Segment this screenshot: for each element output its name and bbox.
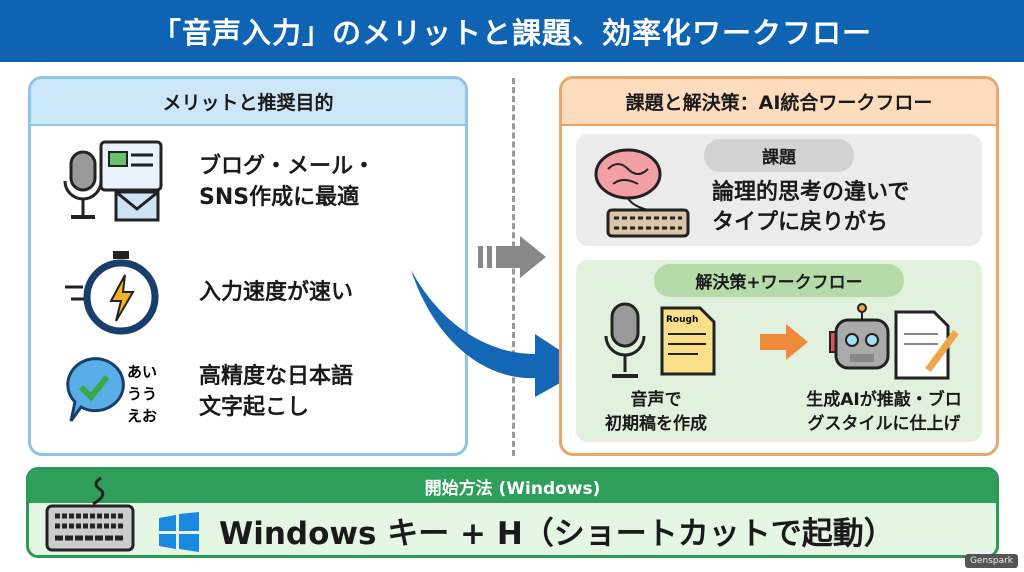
stopwatch-lightning-icon [65, 251, 159, 335]
kana-text: えお [127, 407, 157, 425]
brain-keyboard-icon [594, 148, 690, 238]
shortcut-text: Windows キー + H（ショートカットで起動） [219, 516, 895, 552]
merit-text: 入力速度が速い [199, 279, 354, 305]
microphone-draft-icon: Rough [604, 302, 716, 378]
watermark: Genspark [964, 554, 1018, 568]
solution-label: 解決策+ワークフロー [654, 264, 904, 297]
solution-box: 解決策+ワークフロー Rough 音声で 初期稿を作成 生成AIが推敲・ブロ グ… [576, 260, 982, 442]
merit-item: ブログ・メール・ SNS作成に最適 [61, 137, 461, 227]
issue-text: 論理的思考の違いで [712, 180, 910, 205]
kana-text: あい [127, 363, 157, 381]
merit-item: あい うう えお 高精度な日本語文字起こし [61, 347, 461, 437]
start-method-panel: 開始方法 (Windows) Windows キー + H（ショートカットで起動… [26, 467, 999, 558]
curved-arrow-icon [411, 270, 587, 397]
microphone-document-mail-icon [63, 140, 163, 222]
rough-label: Rough [666, 315, 698, 325]
step1-text: 初期稿を作成 [605, 414, 707, 434]
start-method-header: 開始方法 (Windows) [29, 470, 996, 503]
windows-logo-icon [159, 512, 199, 552]
step1-text: 音声で [630, 390, 682, 410]
issues-header: 課題と解決策：AI統合ワークフロー [562, 79, 996, 126]
issue-text: タイプに戻りがち [712, 210, 889, 235]
check-speech-bubble-icon: あい うう えお [66, 357, 157, 425]
merit-text: SNS作成に最適 [199, 185, 360, 210]
issue-box: 課題 論理的思考の違いで タイプに戻りがち [576, 134, 982, 246]
step2-text: グスタイルに仕上げ [807, 414, 961, 434]
merit-item: 入力速度が速い [61, 247, 461, 337]
robot-document-icon [829, 303, 959, 380]
merits-header: メリットと推奨目的 [31, 79, 465, 126]
merit-text: 高精度な日本語 [199, 364, 354, 389]
step2-text: 生成AIが推敲・ブロ [806, 390, 962, 410]
kana-text: うう [127, 385, 157, 403]
merits-panel: メリットと推奨目的 ブログ・メール・ SNS作成に最適 入力速度が速い あい うう… [28, 76, 468, 456]
merit-text: ブログ・メール・ [199, 154, 376, 179]
merit-text: 文字起こし [199, 395, 310, 420]
page-title: 「音声入力」のメリットと課題、効率化ワークフロー [0, 0, 1024, 62]
gray-arrow-icon [478, 236, 546, 278]
issues-panel: 課題と解決策：AI統合ワークフロー 課題 論理的思考の違いで タイプに戻りがち … [559, 76, 999, 456]
keyboard-icon [45, 476, 135, 552]
orange-arrow-icon [760, 324, 808, 360]
issue-label: 課題 [704, 139, 854, 172]
